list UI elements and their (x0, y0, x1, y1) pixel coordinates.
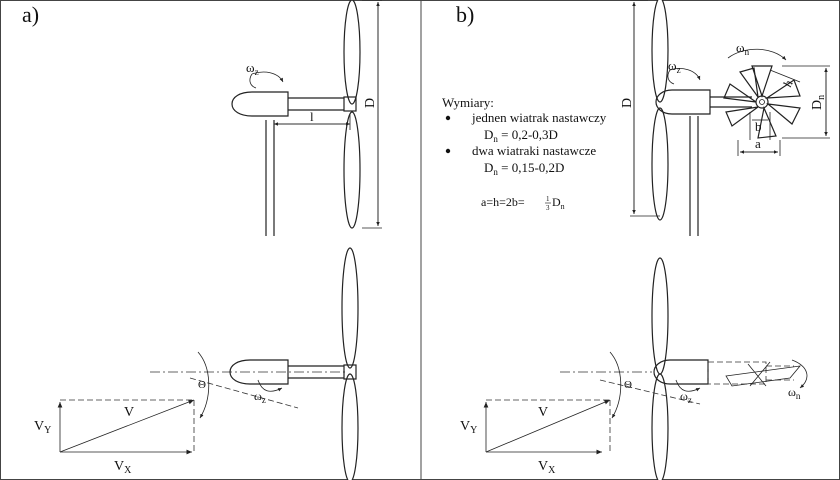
panel-b-bottom-view (483, 257, 808, 480)
dimensions-item2-formula: Dn = 0,15-0,2D (484, 160, 564, 177)
label-theta-a: Θ (198, 379, 206, 391)
label-omega-z-a: ωz (246, 60, 259, 77)
panel-b-label: b) (456, 2, 474, 27)
label-VY-b: VY (460, 419, 477, 436)
label-b: b (755, 119, 762, 134)
dimensions-item2: dwa wiatraki nastawcze (472, 143, 596, 158)
panel-a-top-view (231, 0, 382, 236)
label-theta-b: Θ (624, 379, 632, 391)
dimensions-item1: jednen wiatrak nastawczy (471, 110, 607, 125)
relation-frac-den: 3 (546, 204, 550, 212)
label-omega-z-b: ωz (668, 58, 681, 75)
dimensions-title: Wymiary: (442, 95, 494, 110)
label-a: a (755, 136, 761, 151)
label-l: l (310, 109, 314, 124)
dimensions-text-block: Wymiary: jednen wiatrak nastawczy Dn = 0… (442, 95, 607, 212)
panel-a-label: a) (22, 2, 39, 27)
label-omega-n-b: ωn (736, 40, 750, 57)
panel-a-bottom-view (57, 247, 359, 480)
label-V-b: V (538, 405, 548, 420)
dimensions-relation: a=h=2b= (481, 195, 525, 209)
label-VX-a: VX (114, 459, 132, 476)
panel-b-top-view (630, 0, 830, 236)
label-omega-n-b-bottom: ωn (788, 385, 801, 401)
label-D-b: D (620, 98, 635, 108)
label-VX-b: VX (538, 459, 556, 476)
bullet-1 (445, 115, 451, 121)
relation-frac-num: 1 (546, 195, 550, 203)
label-omega-z-b-bottom: ωz (680, 389, 692, 405)
dimensions-item1-formula: Dn = 0,2-0,3D (484, 127, 558, 144)
relation-post: Dn (552, 195, 565, 211)
bullet-2 (445, 148, 451, 154)
label-Dn: Dn (810, 95, 827, 110)
label-VY-a: VY (34, 419, 51, 436)
label-V-a: V (124, 405, 134, 420)
label-D-a: D (363, 98, 378, 108)
label-omega-z-a-bottom: ωz (254, 389, 266, 405)
